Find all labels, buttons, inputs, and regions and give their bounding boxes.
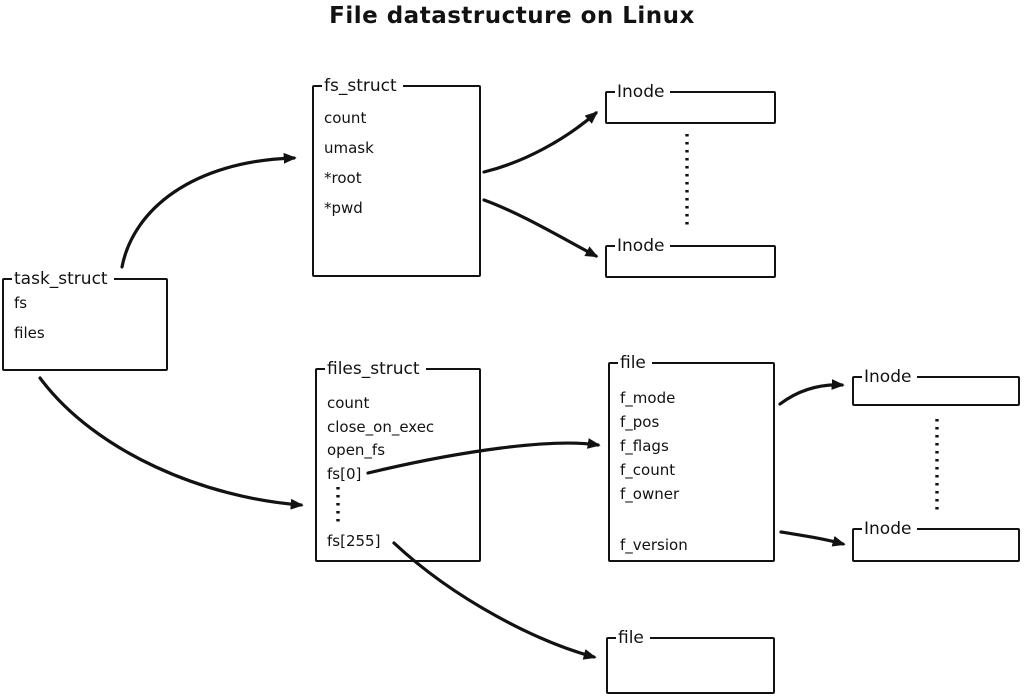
arrow-fs-struct-to-inode-top-1 — [482, 111, 599, 174]
inode-right-1-label: Inode — [862, 367, 918, 387]
arrow-fs-struct-to-inode-top-2 — [482, 198, 599, 258]
inode-right-2-label: Inode — [862, 519, 918, 539]
task-struct-box: task_struct fs files — [2, 269, 168, 371]
field-fs: fs — [14, 294, 28, 312]
file-bottom-label: file — [616, 628, 650, 648]
files-struct-label: files_struct — [325, 359, 426, 379]
field-count: count — [324, 109, 367, 127]
fs-struct-label: fs_struct — [322, 76, 403, 96]
inode-top-2-label: Inode — [615, 236, 671, 256]
task-struct-label: task_struct — [12, 269, 114, 289]
fs-struct-box: fs_struct count umask *root *pwd — [312, 76, 481, 277]
files-struct-fields: count close_on_exec open_fs fs[0] fs[255… — [317, 370, 479, 554]
field-f-pos: f_pos — [620, 413, 660, 431]
field-umask: umask — [324, 139, 374, 157]
files-struct-box: files_struct count close_on_exec open_fs… — [315, 359, 481, 562]
field-close-on-exec: close_on_exec — [327, 417, 435, 436]
inode-right-2-box: Inode — [852, 519, 1020, 562]
inode-top-1-label: Inode — [615, 82, 671, 102]
file-fields: f_mode f_pos f_flags f_count f_owner f_v… — [610, 364, 773, 557]
field-root: *root — [324, 169, 362, 187]
file-label: file — [618, 353, 652, 373]
field-pwd: *pwd — [324, 199, 363, 217]
field-fs-255: fs[255] — [327, 532, 381, 550]
inode-top-1-box: Inode — [605, 82, 776, 124]
arrow-task-struct-to-files-struct — [38, 376, 304, 510]
arrow-task-struct-to-fs-struct — [120, 152, 297, 269]
fs-struct-fields: count umask *root *pwd — [314, 87, 479, 223]
field-f-version: f_version — [620, 536, 688, 554]
field-f-count: f_count — [620, 461, 676, 479]
file-box: file f_mode f_pos f_flags f_count f_owne… — [608, 353, 775, 562]
arrow-file-to-inode-right-2 — [779, 530, 846, 547]
inode-right-1-box: Inode — [852, 367, 1020, 406]
field-files: files — [14, 324, 45, 342]
task-struct-fields: fs files — [4, 280, 166, 348]
field-count: count — [327, 394, 370, 412]
field-f-flags: f_flags — [620, 437, 669, 455]
field-open-fs: open_fs — [327, 441, 386, 459]
field-fs-0: fs[0] — [327, 464, 362, 483]
diagram-title: File datastructure on Linux — [329, 3, 695, 29]
file-bottom-box: file — [606, 628, 775, 694]
arrow-file-to-inode-right-1 — [778, 379, 845, 406]
inode-top-2-box: Inode — [605, 236, 776, 278]
field-f-mode: f_mode — [620, 389, 676, 407]
field-f-owner: f_owner — [620, 485, 680, 503]
